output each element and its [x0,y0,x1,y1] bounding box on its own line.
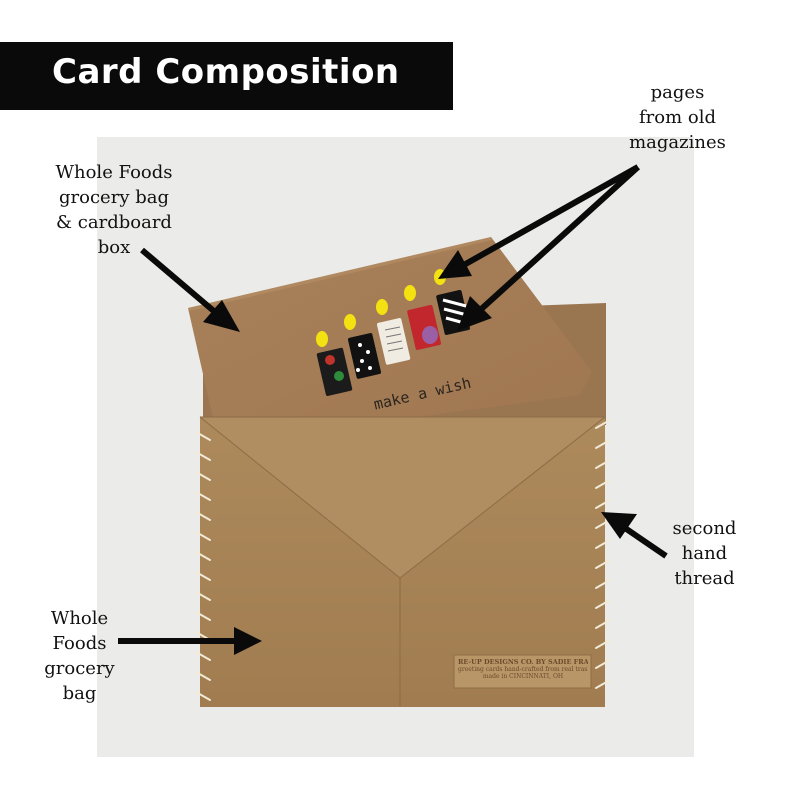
candle-1 [316,331,353,396]
label-line: Whole Foods [55,162,173,183]
arrow-magazines-lower [457,164,641,331]
arrow-magazines-upper [438,164,640,279]
arrow-card-material [140,247,240,332]
arrow-envelope-material [118,627,262,655]
label-line: bag [62,683,97,704]
maker-stamp-text: RE-UP DESIGNS CO. BY SADIE FRANCES greet… [458,659,588,680]
page-title: Card Composition [52,52,400,92]
label-line: Foods [52,633,107,654]
label-line: pages [650,82,705,103]
thread-stitches-left [195,431,211,701]
arrows [118,164,668,655]
label-line: thread [674,568,735,589]
label-line: hand [681,543,728,564]
label-thread: second hand thread [652,516,757,591]
label-line: & cardboard [56,212,172,233]
title-bar [0,42,453,110]
label-card-material: Whole Foods grocery bag & cardboard box [28,160,200,260]
candle-4 [404,285,441,350]
thread-stitches-right [595,419,611,689]
label-line: grocery [44,658,115,679]
candles [316,269,470,396]
label-line: second [672,518,737,539]
label-candle-material: pages from old magazines [610,80,745,155]
candle-3 [376,299,411,365]
label-line: grocery bag [59,187,169,208]
label-line: box [97,237,131,258]
label-envelope-material: Whole Foods grocery bag [22,606,137,706]
stamp-line-2: made in CINCINNATI, OH [482,673,564,680]
stamp-title: RE-UP DESIGNS CO. BY SADIE FRANCES [458,659,588,666]
label-line: from old [638,107,716,128]
arrow-thread [601,512,668,559]
stamp-line-1: greeting cards hand-crafted from real tr… [458,666,588,673]
maker-stamp [453,654,592,689]
label-line: Whole [50,608,109,629]
candle-2 [344,314,381,379]
envelope-front [199,416,606,707]
label-line: magazines [629,132,726,153]
